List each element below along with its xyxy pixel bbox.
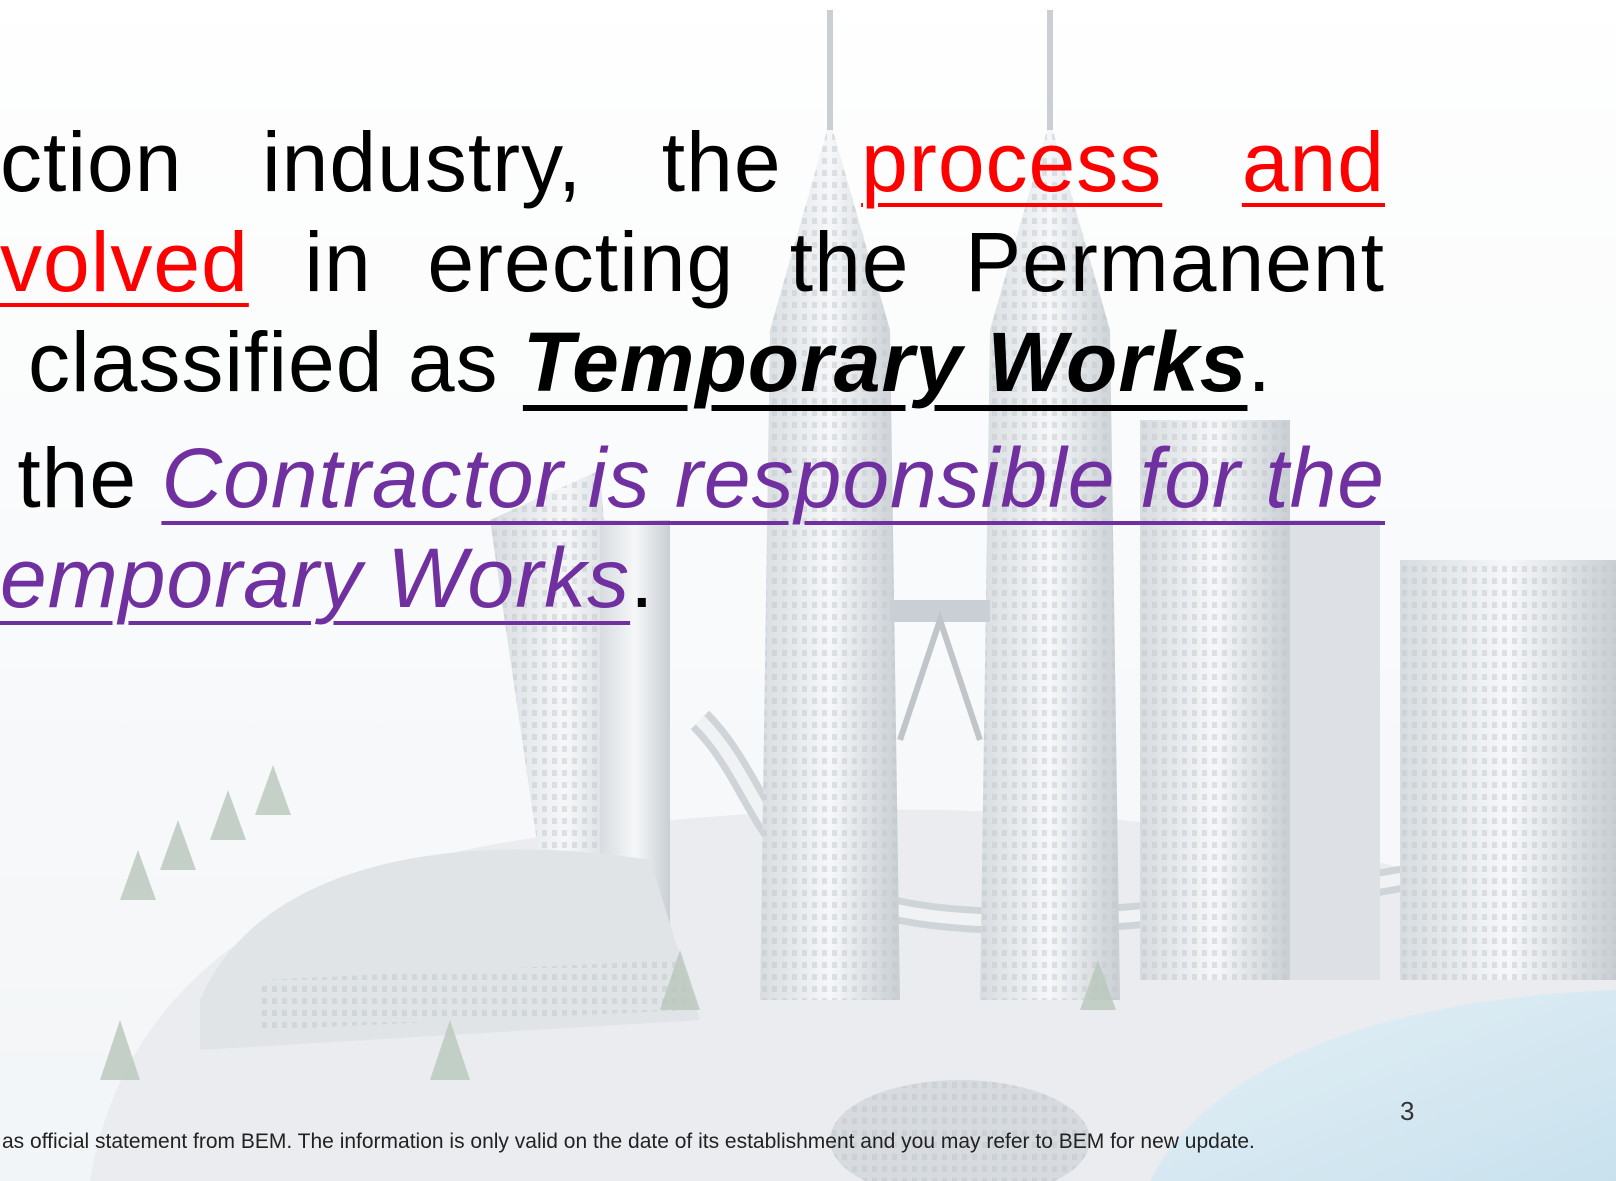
emphasis-temporary-works: Temporary Works [522,315,1248,409]
highlight-involved: volved [0,215,249,309]
line-prefix: the [17,431,162,525]
line-prefix: classified as [28,315,523,409]
word: in [304,215,372,309]
word: ction [0,115,183,209]
line-suffix: . [630,531,655,625]
highlight-temporary-works: emporary Works [0,531,631,625]
word: the [661,115,782,209]
footer-disclaimer: as official statement from BEM. The info… [2,1130,1255,1153]
bullet-1-line-2: volved in erecting the Permanent [0,212,1385,312]
highlight-contractor-responsible: Contractor is responsible for the [161,431,1385,525]
bullet-2-line-2: emporary Works. [0,528,1385,628]
word: erecting [427,215,735,309]
highlight-process: process [861,115,1163,209]
bullet-2-line-1: the Contractor is responsible for the [0,428,1385,528]
word: industry, [262,115,583,209]
word: the [789,215,910,309]
line-suffix: . [1247,315,1272,409]
slide-body-text: ction industry, the process and volved i… [0,112,1385,628]
bullet-1-line-1: ction industry, the process and [0,112,1385,212]
word: Permanent [965,215,1385,309]
highlight-and: and [1241,115,1385,209]
page-number: 3 [1400,1096,1415,1126]
bullet-1-line-3: classified as Temporary Works. [0,312,1385,412]
